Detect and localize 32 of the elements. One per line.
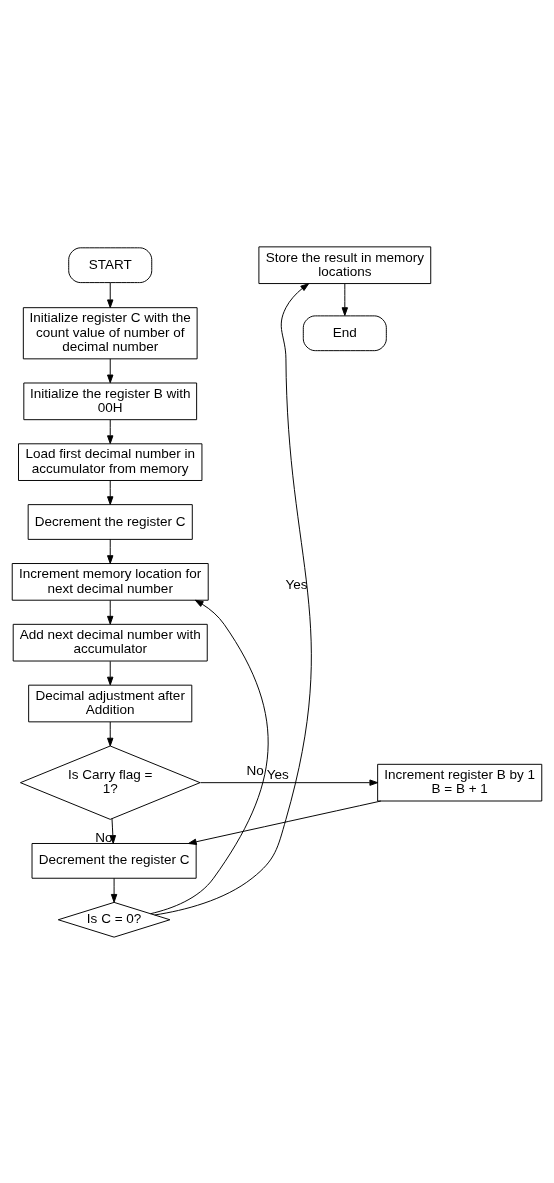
edge-label: No <box>95 829 113 845</box>
node-box: START <box>68 246 153 283</box>
arrow <box>107 479 114 505</box>
arrow <box>107 599 114 625</box>
edge-label: Yes <box>266 766 289 782</box>
arrow <box>341 282 348 316</box>
node-box: Decrement the register C <box>27 503 193 540</box>
arrow <box>199 779 379 786</box>
node-box: Increment memory location for next decimal number <box>11 562 209 601</box>
node-diamond: Is C = 0? <box>57 901 171 938</box>
node-box: Decrement the register C <box>31 842 197 879</box>
arrow <box>154 282 312 915</box>
arrow <box>107 418 114 444</box>
node-box: End <box>302 314 387 351</box>
edge-label: No <box>246 762 264 778</box>
edge-label: Yes <box>285 576 308 592</box>
arrow <box>107 281 114 308</box>
node-box: Initialize register C with the count value of number of decimal number <box>22 306 198 359</box>
node-box: Load first decimal number in accumulator from memory <box>18 442 203 481</box>
node-box: Store the result in memory locations <box>258 245 432 284</box>
arrow <box>110 877 118 903</box>
arrow <box>107 721 114 746</box>
arrow <box>107 538 114 564</box>
arrow <box>107 357 114 383</box>
node-diamond: Is Carry flag = 1? <box>19 745 201 820</box>
node-box: Increment register B by 1 B = B + 1 <box>377 763 543 801</box>
node-box: Initialize the register B with 00H <box>23 382 198 420</box>
node-box: Add next decimal number with accumulator <box>12 623 208 661</box>
arrow <box>107 660 114 685</box>
arrow <box>187 800 382 845</box>
node-box: Decimal adjustment after Addition <box>28 684 193 722</box>
arrow <box>150 599 269 914</box>
